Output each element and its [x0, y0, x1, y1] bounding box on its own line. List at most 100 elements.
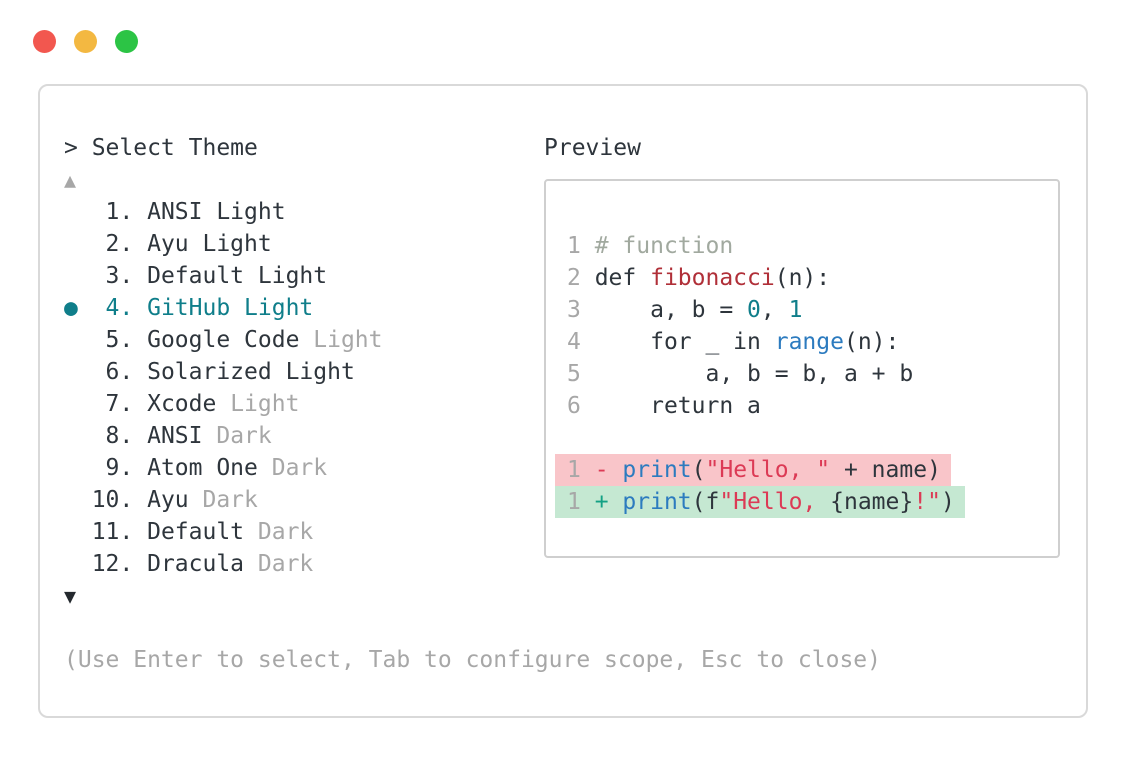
- theme-number: 11.: [91, 519, 148, 545]
- code-token: range: [774, 329, 844, 355]
- theme-item[interactable]: 6. Solarized Light: [64, 356, 881, 388]
- theme-item[interactable]: 10. Ayu Dark: [64, 484, 881, 516]
- theme-name-suffix: Dark: [202, 487, 258, 513]
- theme-name: Ayu: [147, 487, 203, 513]
- theme-name-suffix: Light: [313, 327, 383, 353]
- diff-removed-line: 1 - print("Hello, " + name): [546, 454, 1058, 486]
- code-line: 1 # function: [546, 230, 1058, 262]
- theme-name-suffix: Dark: [216, 423, 272, 449]
- theme-name-suffix: Dark: [257, 551, 314, 577]
- blank-line: [546, 422, 1058, 454]
- marker-placeholder: [64, 199, 92, 225]
- theme-name-suffix: Light: [230, 391, 300, 417]
- theme-name: Ayu Light: [147, 231, 272, 257]
- theme-number: 5.: [91, 327, 148, 353]
- theme-name: Dracula: [147, 551, 258, 577]
- theme-name: ANSI Light: [147, 199, 286, 225]
- marker-placeholder: [64, 487, 92, 513]
- theme-number: 2.: [91, 231, 148, 257]
- code-token: (n):: [774, 265, 831, 291]
- theme-item[interactable]: 5. Google Code Light: [64, 324, 881, 356]
- code-line: 4 for _ in range(n):: [546, 326, 1058, 358]
- code-token: !": [913, 489, 941, 515]
- theme-number: 1.: [91, 199, 148, 225]
- marker-placeholder: [64, 455, 92, 481]
- theme-name: Google Code: [147, 327, 314, 353]
- theme-name: Default Light: [147, 263, 328, 289]
- code-token: 0: [747, 297, 761, 323]
- minimize-button[interactable]: [74, 30, 97, 53]
- line-number: 4: [567, 329, 595, 355]
- code-token: # function: [594, 233, 734, 259]
- theme-name: ANSI: [147, 423, 217, 449]
- code-token: -: [594, 457, 623, 483]
- theme-item[interactable]: 9. Atom One Dark: [64, 452, 881, 484]
- theme-number: 3.: [91, 263, 148, 289]
- marker-placeholder: [64, 263, 92, 289]
- code-token: +: [594, 489, 623, 515]
- preview-title: Preview: [544, 135, 641, 161]
- scroll-up-icon[interactable]: ▲: [64, 168, 77, 192]
- code-token: ): [940, 489, 955, 515]
- theme-number: 8.: [91, 423, 148, 449]
- code-token: a, b = b, a + b: [594, 361, 914, 387]
- code-line: 5 a, b = b, a + b: [546, 358, 1058, 390]
- theme-list-pane: > Select Theme ▲ 1. ANSI Light 2. Ayu Li…: [64, 132, 881, 676]
- theme-number: 12.: [91, 551, 148, 577]
- dialog-title: > Select Theme: [64, 135, 258, 161]
- marker-placeholder: [64, 551, 92, 577]
- marker-placeholder: [64, 327, 92, 353]
- theme-item[interactable]: ● 4. GitHub Light: [64, 292, 881, 324]
- selected-indicator: ●: [64, 295, 92, 321]
- theme-item[interactable]: 7. Xcode Light: [64, 388, 881, 420]
- code-token: (: [691, 457, 706, 483]
- theme-item[interactable]: 11. Default Dark: [64, 516, 881, 548]
- line-number: 1: [567, 489, 595, 515]
- theme-name: Solarized Light: [147, 359, 355, 385]
- theme-name-suffix: Dark: [271, 455, 328, 481]
- spacer-row: [64, 612, 881, 644]
- theme-name: GitHub Light: [147, 295, 314, 321]
- line-number: 2: [567, 265, 595, 291]
- line-number: 6: [567, 393, 595, 419]
- diff-added-line: 1 + print(f"Hello, {name}!"): [546, 486, 1058, 518]
- theme-selector-dialog: > Select Theme ▲ 1. ANSI Light 2. Ayu Li…: [38, 84, 1088, 718]
- code-token: for _ in: [594, 329, 775, 355]
- marker-placeholder: [64, 359, 92, 385]
- theme-item[interactable]: 8. ANSI Dark: [64, 420, 881, 452]
- code-token: + name): [830, 457, 941, 483]
- theme-item[interactable]: 12. Dracula Dark: [64, 548, 881, 580]
- theme-item[interactable]: 1. ANSI Light: [64, 196, 881, 228]
- marker-placeholder: [64, 519, 92, 545]
- code-token: (f: [691, 489, 720, 515]
- theme-number: 6.: [91, 359, 148, 385]
- code-token: print: [622, 489, 692, 515]
- zoom-button[interactable]: [115, 30, 138, 53]
- code-token: print: [622, 457, 692, 483]
- line-number: 3: [567, 297, 595, 323]
- code-token: def: [594, 265, 651, 291]
- theme-item[interactable]: 3. Default Light: [64, 260, 881, 292]
- theme-name: Default: [147, 519, 258, 545]
- close-button[interactable]: [33, 30, 56, 53]
- code-token: fibonacci: [650, 265, 775, 291]
- theme-number: 4.: [91, 295, 148, 321]
- line-number: 1: [567, 457, 595, 483]
- code-line: 6 return a: [546, 390, 1058, 422]
- diff-highlight: 1 - print("Hello, " + name): [555, 454, 951, 486]
- code-token: "Hello,: [719, 489, 831, 515]
- window-controls: [33, 30, 138, 53]
- theme-list: 1. ANSI Light 2. Ayu Light 3. Default Li…: [64, 196, 881, 580]
- theme-name: Atom One: [147, 455, 272, 481]
- theme-name: Xcode: [147, 391, 231, 417]
- theme-number: 9.: [91, 455, 148, 481]
- marker-placeholder: [64, 391, 92, 417]
- scroll-down-icon[interactable]: ▼: [64, 584, 77, 608]
- code-token: 1: [788, 297, 803, 323]
- theme-item[interactable]: 2. Ayu Light: [64, 228, 881, 260]
- code-token: (n):: [843, 329, 900, 355]
- marker-placeholder: [64, 423, 92, 449]
- code-line: 2 def fibonacci(n):: [546, 262, 1058, 294]
